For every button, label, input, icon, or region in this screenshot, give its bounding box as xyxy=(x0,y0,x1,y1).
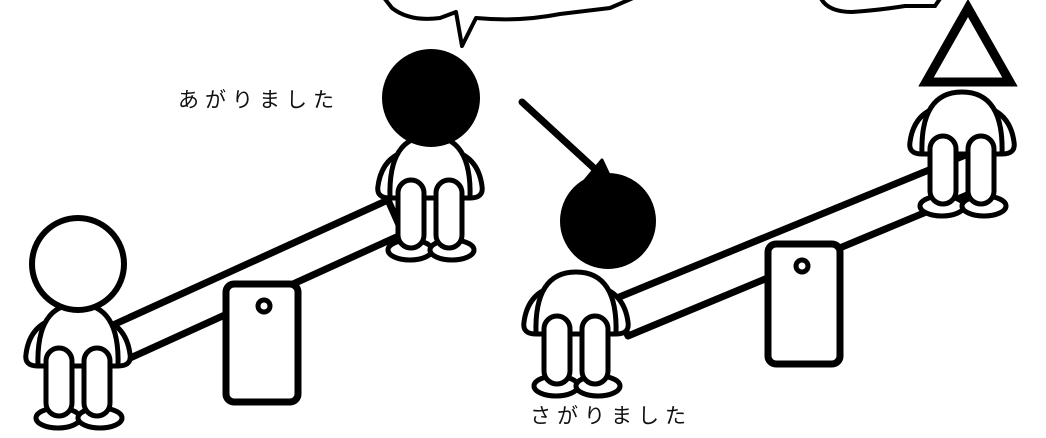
triangle-head xyxy=(918,0,1018,87)
seesaw-fulcrum-left xyxy=(222,280,302,406)
speech-bubble xyxy=(383,0,634,48)
caption-went-up: あがりました xyxy=(178,88,340,112)
seesaw-fulcrum-right xyxy=(764,240,844,368)
speech-bubble-fragment xyxy=(819,0,942,15)
hollow-head xyxy=(29,215,127,313)
filled-head-down xyxy=(560,173,656,269)
caption-went-down: さがりました xyxy=(530,404,692,428)
filled-head-up xyxy=(382,49,480,147)
person-left-upper xyxy=(378,136,483,260)
arrow-shaft xyxy=(518,98,600,174)
person-left-lower xyxy=(26,304,131,428)
person-right-lower xyxy=(524,272,629,396)
